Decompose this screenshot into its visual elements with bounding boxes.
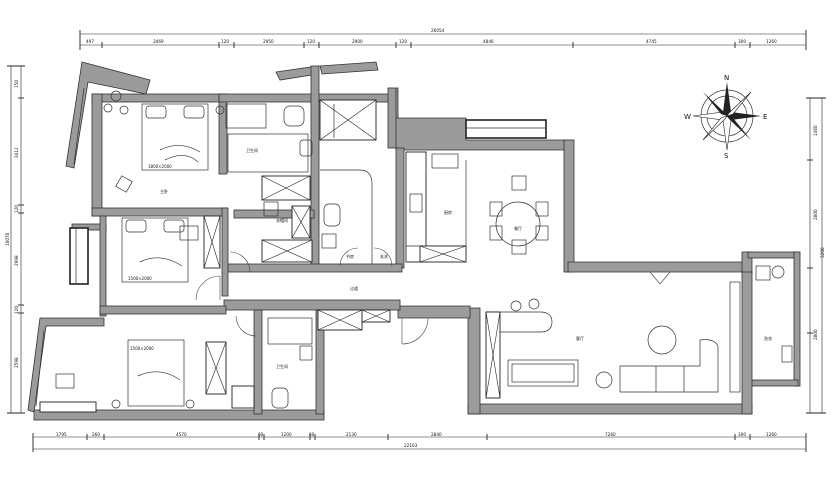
living-tag: 客厅 (576, 335, 584, 341)
top-dim-7: 120 (399, 39, 407, 44)
top-dim-9: 4745 (646, 39, 657, 44)
bottom-dim-4: 60 (258, 432, 264, 437)
bottom-dim-8: 2840 (431, 432, 442, 437)
top-dim-6: 2900 (352, 39, 363, 44)
bottom-dim-10: 300 (738, 432, 746, 437)
top-total-dimension: 26054 (431, 28, 445, 33)
study: 书房 (320, 169, 373, 264)
compass-east: E (763, 113, 767, 121)
master-bedroom-tag: 主卧 (160, 188, 168, 194)
bottom-bathroom: 卫生间 (267, 317, 313, 409)
top-dim-2: 3469 (153, 39, 164, 44)
dining: 餐厅 (489, 175, 549, 255)
left-dim-3: 120 (14, 205, 19, 213)
top-dimension-chain: 26054 497 3469 120 2950 120 2900 120 484… (79, 28, 807, 50)
right-dimension-chain: 1460 2800 3200 2800 (806, 97, 826, 414)
right-dim-1: 1460 (813, 125, 818, 136)
bottom-total-dimension: 22163 (404, 443, 418, 448)
third-bed-size: 1500×2000 (130, 346, 154, 351)
third-bedroom: 1500×2000 (39, 315, 257, 413)
bottom-dim-3: 4570 (176, 432, 187, 437)
left-total-dimension: 10070 (5, 232, 10, 246)
top-dim-11: 1260 (766, 39, 777, 44)
top-bath-tag: 卫生间 (246, 147, 258, 153)
top-dim-10: 300 (738, 39, 746, 44)
top-dim-1: 497 (86, 39, 94, 44)
bottom-dim-6: 60 (309, 432, 315, 437)
compass-north: N (724, 74, 729, 82)
bottom-dimension-chain: 1795 260 4570 60 1200 60 2130 2840 7260 … (32, 432, 807, 452)
left-dim-5: 120 (14, 306, 19, 314)
entry-tag: 玄关 (380, 253, 388, 259)
kitchen: 厨房 (405, 151, 467, 263)
right-dim-3: 3200 (820, 247, 825, 258)
laundry-tag: 洗衣 (764, 335, 772, 341)
left-dim-4: 2998 (14, 255, 19, 266)
left-dim-1: 150 (14, 80, 19, 88)
master-bed-size: 1800×2000 (148, 164, 172, 169)
top-bathroom: 卫生间 (225, 99, 377, 173)
walls (27, 61, 801, 421)
bottom-bath-tag: 卫生间 (276, 363, 288, 369)
study-tag: 书房 (346, 253, 354, 259)
living-room: 客厅 (485, 271, 741, 399)
cloak-tag: 衣帽间 (276, 217, 288, 223)
top-dim-4: 2950 (263, 39, 274, 44)
right-dim-2: 2800 (813, 209, 818, 220)
right-dim-4: 2800 (813, 329, 818, 340)
bottom-dim-9: 7260 (605, 432, 616, 437)
bottom-dim-2: 260 (92, 432, 100, 437)
windows (35, 87, 547, 407)
left-dim-6: 2598 (14, 357, 19, 368)
bottom-dim-1: 1795 (56, 432, 67, 437)
bottom-dim-5: 1200 (281, 432, 292, 437)
top-dim-8: 4846 (483, 39, 494, 44)
bottom-dim-7: 2130 (346, 432, 357, 437)
master-bedroom: 1800×2000 主卧 (103, 90, 225, 194)
top-dim-5: 120 (307, 39, 315, 44)
balcony: 洗衣 (755, 265, 793, 363)
kitchen-tag: 厨房 (444, 209, 452, 215)
second-bedroom: 1500×2000 (121, 215, 221, 283)
hallway: 过道 玄关 (195, 247, 429, 345)
top-dim-3: 120 (221, 39, 229, 44)
cloak-room: 衣帽间 (261, 175, 313, 263)
hall-tag: 过道 (350, 285, 358, 291)
left-dimension-chain: 10070 150 3412 120 2998 120 2598 (5, 65, 25, 414)
compass-south: S (724, 152, 729, 160)
compass-rose: N S E W (684, 74, 767, 160)
dining-tag: 餐厅 (514, 225, 522, 231)
left-dim-2: 3412 (14, 147, 19, 158)
compass-west: W (684, 113, 691, 121)
second-bed-size: 1500×2000 (128, 276, 152, 281)
bottom-dim-11: 1260 (766, 432, 777, 437)
